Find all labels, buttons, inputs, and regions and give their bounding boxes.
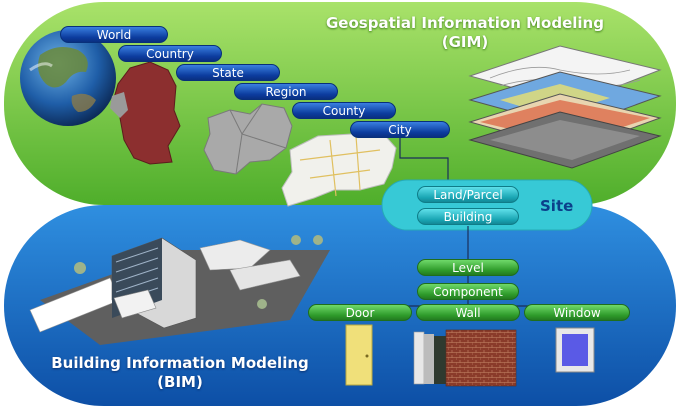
hierarchy-world: World: [60, 26, 168, 43]
door-icon: [345, 324, 373, 386]
window-icon: [555, 327, 595, 373]
site-land-parcel: Land/Parcel: [417, 186, 519, 203]
site-building: Building: [417, 208, 519, 225]
component-door: Door: [308, 304, 412, 321]
bim-level: Level: [417, 259, 519, 276]
hierarchy-region: Region: [234, 83, 338, 100]
gim-title-line1: Geospatial Information Modeling: [326, 14, 604, 32]
wall-icon: [413, 329, 517, 387]
gis-layers-icon: [468, 45, 662, 169]
gim-title: Geospatial Information Modeling (GIM): [290, 14, 640, 52]
bim-title: Building Information Modeling (BIM): [30, 354, 330, 392]
gim-title-line2: (GIM): [441, 33, 489, 51]
component-wall: Wall: [416, 304, 520, 321]
building-model-icon: [29, 235, 330, 345]
earth-globe-icon: [20, 30, 116, 126]
hierarchy-city: City: [350, 121, 450, 138]
hierarchy-country: Country: [118, 45, 222, 62]
hierarchy-state: State: [176, 64, 280, 81]
bim-component: Component: [417, 283, 519, 300]
bim-title-line2: (BIM): [157, 373, 203, 391]
state-map-icon: [203, 103, 293, 175]
site-label: Site: [540, 197, 574, 215]
component-window: Window: [524, 304, 630, 321]
gim-connectors: [399, 134, 449, 180]
hierarchy-county: County: [292, 102, 396, 119]
bim-title-line1: Building Information Modeling: [51, 354, 309, 372]
